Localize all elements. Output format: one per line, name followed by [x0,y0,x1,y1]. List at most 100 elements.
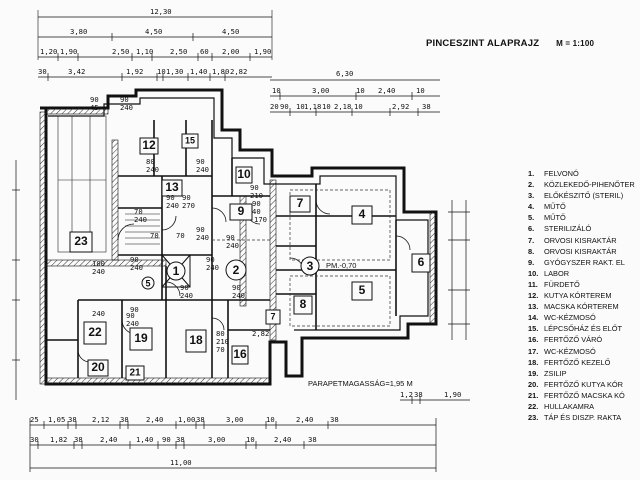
svg-text:2,50: 2,50 [112,47,129,56]
room-label: 10 [237,167,251,181]
legend-item: 20.FERTŐZŐ KUTYA KÓR [528,379,623,389]
title-text: PINCESZINT ALAPRAJZ [426,38,540,49]
svg-text:3,00: 3,00 [226,415,243,424]
bottom-row-2-labels: 30 1,82 38 2,40 1,40 90 38 3,00 10 2,40 … [30,435,317,444]
legend-item: 8.ORVOSI KISRAKTÁR [528,246,617,256]
room-label: 12 [142,138,156,152]
svg-text:90: 90 [130,255,139,264]
svg-text:2,40: 2,40 [100,435,117,444]
svg-text:240: 240 [130,263,143,272]
svg-text:240: 240 [92,309,105,318]
svg-text:90: 90 [196,225,205,234]
legend-item: 9.GYÓGYSZER RAKT. EL [528,257,625,267]
svg-text:2,12: 2,12 [92,415,109,424]
interior-walls [46,120,397,378]
svg-text:38: 38 [68,415,77,424]
svg-text:90: 90 [250,183,259,192]
svg-text:240: 240 [196,165,209,174]
svg-text:1,20: 1,20 [40,47,57,56]
room-label: 2 [233,263,240,277]
svg-text:90: 90 [130,305,139,314]
room-label: 13 [165,180,179,194]
room-label: 20 [91,360,105,374]
svg-text:1,82: 1,82 [50,435,67,444]
svg-text:3,00: 3,00 [312,86,329,95]
legend-item: 12.KUTYA KÓRTEREM [528,291,612,301]
legend-item: 4.MŰTŐ [528,202,566,212]
svg-text:2,18: 2,18 [334,102,351,111]
legend-item: 17.WC-KÉZMOSÓ [528,346,596,356]
svg-text:2,92: 2,92 [392,102,409,111]
svg-text:1,05: 1,05 [48,415,65,424]
svg-text:4,50: 4,50 [222,27,239,36]
legend-item: 1.FELVONÓ [528,169,579,178]
svg-text:4,50: 4,50 [145,27,162,36]
svg-text:240: 240 [134,215,147,224]
svg-text:30: 30 [38,67,47,76]
svg-text:90: 90 [180,283,189,292]
svg-text:10: 10 [246,435,255,444]
legend-item: 22.HULLAKAMRA [528,401,595,411]
svg-text:38: 38 [330,415,339,424]
legend-item: 14.WC-KÉZMOSÓ [528,313,596,323]
svg-text:240: 240 [92,267,105,276]
right-top-overall-label: 6,30 [336,69,353,78]
svg-text:38: 38 [196,415,205,424]
right-top-dimensions [270,79,440,116]
svg-text:240: 240 [146,165,159,174]
svg-text:2,40: 2,40 [378,86,395,95]
svg-text:10: 10 [356,86,365,95]
svg-text:1,90: 1,90 [60,47,77,56]
svg-text:240: 240 [126,319,139,328]
right-top-row-2-labels: 20 90 10 1,18 10 2,18 10 2,92 38 [270,102,431,111]
svg-text:1,92: 1,92 [126,67,143,76]
svg-text:210: 210 [250,191,263,200]
parapet-note: PARAPETMAGASSÁG=1,95 M [308,379,413,388]
svg-text:38: 38 [414,390,423,399]
svg-text:1,80: 1,80 [212,67,229,76]
legend-item: 6.STERILIZÁLÓ [528,224,592,234]
svg-text:90: 90 [90,95,99,104]
svg-text:90: 90 [182,193,191,202]
bottom-dimension-chains [29,396,470,472]
svg-text:1,90: 1,90 [254,47,271,56]
svg-text:90: 90 [232,283,241,292]
svg-text:70: 70 [216,345,225,354]
svg-text:90: 90 [120,95,129,104]
level-note: PM.-0,70 [326,261,356,270]
svg-text:80: 80 [146,157,155,166]
svg-text:2,40: 2,40 [274,435,291,444]
svg-text:90: 90 [280,102,289,111]
room-label: 1 [173,264,180,278]
room-label: 8 [300,297,307,311]
overall-width-label: 12,30 [150,7,172,16]
bottom-overall-label: 11,00 [170,458,192,467]
svg-text:2,82: 2,82 [230,67,247,76]
top-dimension-chains [38,33,272,81]
svg-text:1,18: 1,18 [304,102,321,111]
svg-text:38: 38 [422,102,431,111]
room-label: 5 [145,278,150,288]
svg-text:45: 45 [90,103,99,112]
room-label: 23 [74,234,88,248]
top-row-1-labels: 3,80 4,50 4,50 [70,27,239,36]
room-label: 6 [418,255,425,269]
svg-text:90: 90 [196,157,205,166]
svg-text:240: 240 [206,263,219,272]
svg-text:90: 90 [206,255,215,264]
svg-text:90: 90 [126,311,135,320]
svg-text:3,42: 3,42 [68,67,85,76]
room-label: 16 [233,347,247,361]
door-annotations: 90 45 90 240 80 240 90 240 90 2 70 90 240… [90,95,269,354]
room-label: 9 [238,204,245,218]
svg-text:240: 240 [120,103,133,112]
svg-text:90: 90 [252,199,261,208]
room-label: 19 [134,331,148,345]
svg-text:10: 10 [322,102,331,111]
svg-text:10: 10 [354,102,363,111]
svg-text:20: 20 [270,102,279,111]
drawing-title: PINCESZINT ALAPRAJZ M = 1:100 [426,38,594,49]
top-row-2-labels: 1,20 1,90 2,50 1,10 2,50 60 2,00 1,90 [40,47,271,56]
room-label: 15 [185,135,195,145]
